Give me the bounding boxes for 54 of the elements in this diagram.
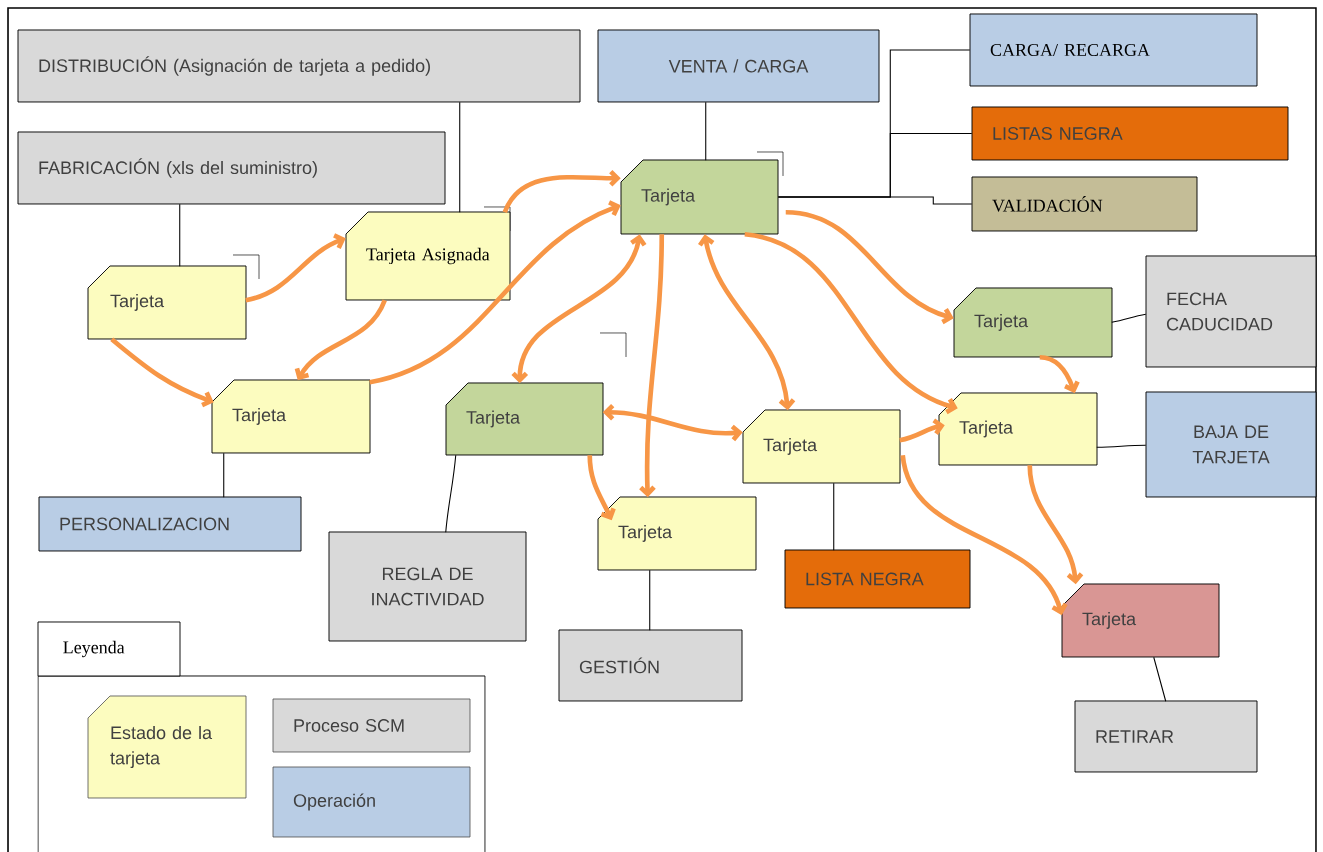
legend-item: Estado de la tarjeta	[87, 695, 247, 799]
card-state: Tarjeta	[742, 409, 901, 484]
card-state: Tarjeta	[953, 287, 1113, 358]
arrow	[744, 231, 958, 415]
arrow	[369, 200, 621, 385]
process-box: DISTRIBUCIÓN (Asignación de tarjeta a pedido)	[17, 29, 581, 103]
legend-item: Proceso SCM	[272, 698, 471, 753]
status-box: LISTA NEGRA	[784, 549, 971, 609]
arrow	[602, 403, 743, 442]
connector-line	[649, 569, 651, 631]
card-state: Tarjeta	[620, 159, 779, 235]
arrow	[245, 233, 346, 303]
arrow	[511, 234, 647, 384]
operation-box: PERSONALIZACION	[38, 496, 302, 552]
status-box: LISTAS NEGRA	[971, 106, 1289, 161]
legend-title: Leyenda	[37, 621, 181, 677]
operation-box: CARGA/ RECARGA	[969, 13, 1258, 87]
connector-line	[179, 203, 181, 267]
arrow	[1039, 354, 1080, 394]
arrow	[639, 234, 665, 498]
operation-box: BAJA DE TARJETA	[1145, 391, 1317, 498]
card-state: Tarjeta	[1061, 583, 1220, 658]
arrow	[899, 418, 945, 443]
connector-line	[459, 101, 461, 213]
connector-line	[1153, 656, 1167, 702]
process-box: REGLA DE INACTIVIDAD	[328, 531, 527, 642]
legend-item: Operación	[272, 766, 471, 838]
arrow	[1027, 465, 1084, 585]
card-state: Tarjeta	[938, 392, 1098, 466]
card-state: Tarjeta	[87, 265, 247, 340]
arrow	[698, 234, 796, 411]
connector-line	[223, 452, 225, 498]
arrow	[900, 454, 1068, 616]
process-box: GESTIÓN	[558, 629, 743, 702]
card-state: Tarjeta Asignada	[345, 211, 511, 301]
status-box: VALIDACIÓN	[971, 176, 1198, 232]
process-box: FABRICACIÓN (xls del suministro)	[17, 131, 446, 205]
arrow	[785, 209, 954, 325]
card-state: Tarjeta	[445, 382, 604, 456]
operation-box: VENTA / CARGA	[597, 29, 880, 103]
connector-line	[777, 196, 973, 205]
arrow	[110, 337, 214, 408]
connector-line	[445, 454, 457, 533]
card-state: Tarjeta	[211, 379, 371, 454]
arrow	[294, 299, 387, 381]
arrow	[587, 455, 616, 521]
connector-line	[833, 482, 835, 551]
process-box: RETIRAR	[1074, 700, 1258, 773]
connector-line	[1096, 444, 1147, 448]
connector-line	[705, 101, 707, 161]
card-state: Tarjeta	[597, 496, 757, 571]
connector-line	[1111, 313, 1147, 323]
arrow	[502, 169, 621, 214]
process-box: FECHA CADUCIDAD	[1145, 255, 1317, 368]
